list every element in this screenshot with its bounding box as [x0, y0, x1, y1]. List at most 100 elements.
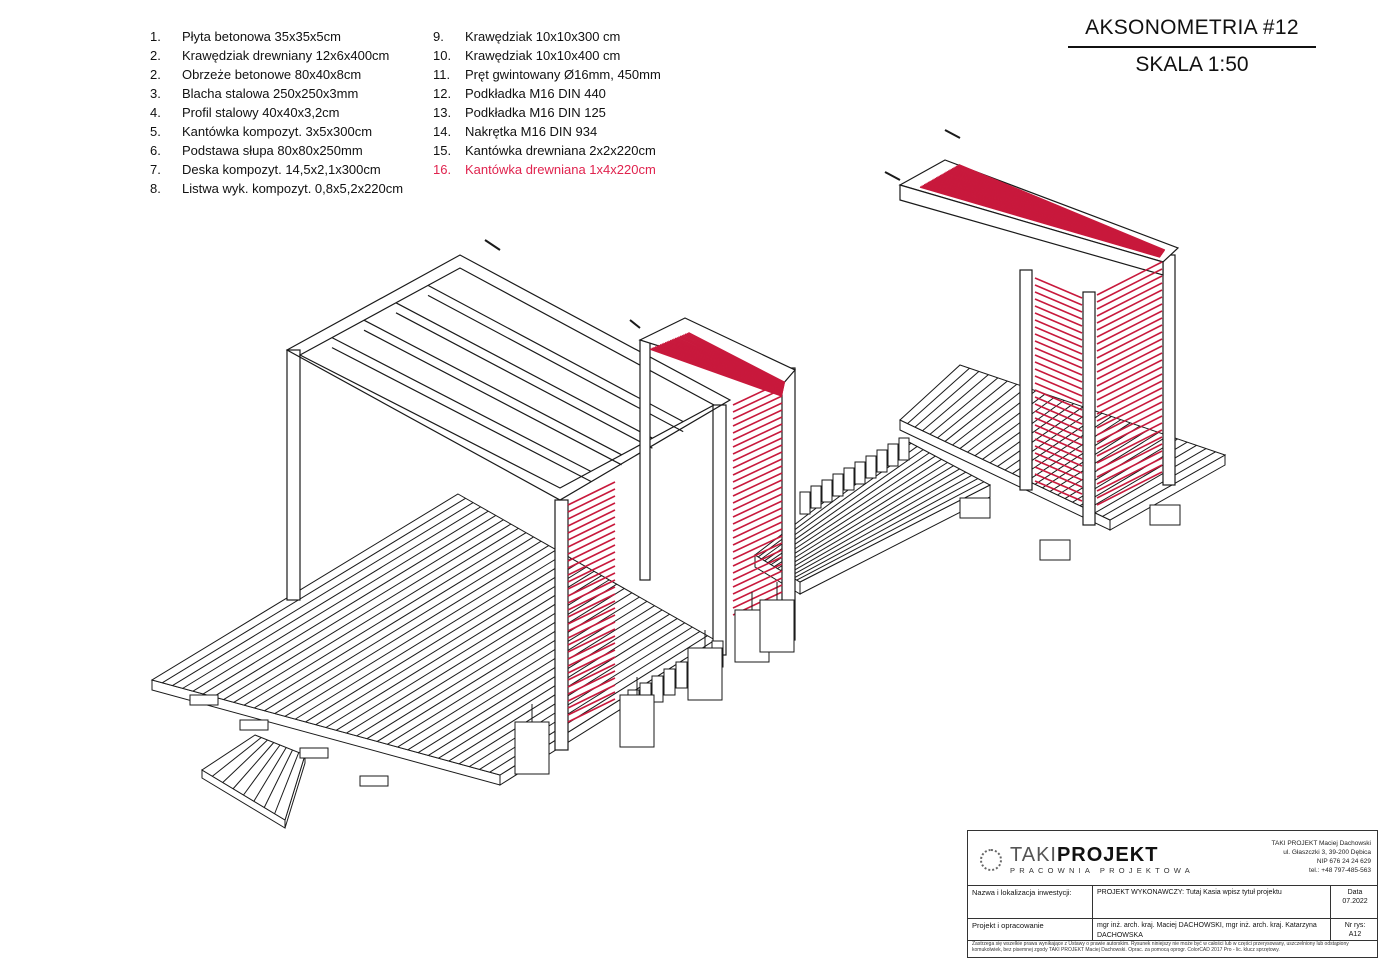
slat-screen-3: [1034, 340, 1083, 362]
slat-screen-2: [732, 535, 783, 560]
legend-number: 10.: [433, 48, 452, 63]
legend-item: 4.Profil stalowy 40x40x3,2cm: [150, 103, 403, 122]
deck-right-board-joint: [944, 383, 1018, 442]
concrete-edge-block: [821, 479, 833, 503]
slat-screen-2: [732, 486, 783, 511]
slat-screen-1: [567, 481, 616, 506]
threaded-rod: [484, 239, 501, 251]
slat-screen-2: [732, 437, 783, 462]
roof-rafter: [395, 312, 653, 449]
deck-walkway: [754, 439, 992, 595]
slat-screen-4: [1096, 289, 1163, 324]
deck-main-board-joint: [376, 588, 625, 742]
deck-main-board-joint: [182, 506, 481, 689]
deck-step-board-joint: [263, 749, 293, 808]
slat-screen-4: [1096, 310, 1163, 345]
legend-label: Listwa wyk. kompozyt. 0,8x5,2x220cm: [182, 181, 404, 196]
slat-screen-3: [1034, 424, 1083, 446]
investment-row: Nazwa i lokalizacja inwestycji: PROJEKT …: [968, 885, 1377, 919]
deck-right-board-joint: [907, 367, 970, 424]
slat-screen-1: [567, 516, 616, 541]
deck-main-board-joint: [428, 609, 663, 756]
legend-item: 5.Kantówka kompozyt. 3x5x300cm: [150, 122, 403, 141]
logo-subtitle: PRACOWNIA PROJEKTOWA: [1010, 866, 1195, 875]
deck-main-board-joint: [366, 583, 617, 740]
slat-screen-2: [732, 556, 783, 581]
slat-screen-3: [1034, 375, 1083, 397]
slat-screen-3: [1034, 452, 1083, 474]
slat-screen-3: [1034, 431, 1083, 453]
investment-label: Nazwa i lokalizacja inwestycji:: [968, 885, 1093, 918]
foundation-details: [189, 129, 1181, 787]
deck-main-board-joint: [243, 532, 527, 706]
slat-screen-3: [1034, 354, 1083, 376]
date-value: 07.2022: [1342, 898, 1368, 905]
concrete-edge-block: [876, 449, 888, 473]
legend-item: 11.Pręt gwintowany Ø16mm, 450mm: [433, 65, 661, 84]
slat-screen-1: [567, 593, 616, 618]
legend-label: Podstawa słupa 80x80x250mm: [182, 143, 363, 158]
slat-screen-4: [1096, 275, 1163, 310]
slat-screen-3: [1034, 403, 1083, 425]
deck-main-board-joint: [305, 557, 572, 723]
deck-right-board-joint: [929, 377, 999, 435]
legend-label: Nakrętka M16 DIN 934: [465, 124, 598, 139]
legend-item: 3.Blacha stalowa 250x250x3mm: [150, 84, 403, 103]
legend-item: 13.Podkładka M16 DIN 125: [433, 103, 661, 122]
slat-screen-3: [1034, 298, 1083, 320]
slat-screen-2: [732, 584, 783, 609]
legend-label: Obrzeże betonowe 80x40x8cm: [182, 67, 362, 82]
slat-screen-3: [1034, 333, 1083, 355]
logo-bold-text: PROJEKT: [1056, 844, 1159, 866]
frame-post: [639, 339, 651, 581]
slat-screen-1: [567, 523, 616, 548]
deck-walkway-board-joint: [774, 458, 942, 567]
slat-screen-3: [1034, 473, 1083, 495]
legend-item: 9.Krawędziak 10x10x300 cm: [433, 27, 661, 46]
slat-screen-3: [1034, 459, 1083, 481]
slat-screen-4: [1096, 345, 1163, 380]
slat-screen-4: [1096, 422, 1163, 457]
legend-number: 14.: [433, 124, 452, 139]
frame-post: [1162, 254, 1176, 486]
legend-item: 7.Deska kompozyt. 14,5x2,1x300cm: [150, 160, 403, 179]
sheet-number-cell: Nr rys: A12: [1331, 918, 1379, 940]
legend-item: 14. Nakrętka M16 DIN 934: [433, 122, 661, 141]
deck-right-board-joint: [1087, 444, 1197, 510]
slat-screen-1: [567, 551, 616, 576]
slat-screen-3: [1034, 480, 1083, 502]
date-cell: Data 07.2022: [1331, 885, 1379, 918]
deck-right-board-joint: [1094, 448, 1207, 514]
legend-label: Kantówka drewniana 2x2x220cm: [465, 143, 656, 158]
legend-item: 15.Kantówka drewniana 2x2x220cm: [433, 141, 661, 160]
threaded-rod: [629, 319, 641, 329]
legend-label: Płyta betonowa 35x35x5cm: [182, 29, 341, 44]
legend-number: 2.: [150, 48, 161, 63]
slat-screen-2: [732, 402, 783, 427]
deck-main-board-joint: [202, 515, 497, 695]
slat-screen-2: [732, 528, 783, 553]
slat-screen-2: [732, 570, 783, 595]
deck-main-board-joint: [213, 519, 504, 698]
deck-main-board-joint: [469, 626, 693, 768]
slat-screen-3: [1034, 368, 1083, 390]
slat-screen-4: [1096, 443, 1163, 478]
legend-number: 5.: [150, 124, 161, 139]
drawing-title: AKSONOMETRIA #12 SKALA 1:50: [1068, 16, 1316, 77]
frame-post: [554, 499, 569, 751]
slat-screen-1: [567, 572, 616, 597]
deck-step-board-joint: [212, 737, 262, 777]
slat-screen-1: [567, 649, 616, 674]
slat-screen-1: [567, 530, 616, 555]
slat-screen-2: [732, 493, 783, 518]
slat-screen-4: [1096, 408, 1163, 443]
slat-screen-1: [567, 537, 616, 562]
deck-main-board-joint: [325, 566, 587, 728]
slat-screen-3: [1034, 291, 1083, 313]
slat-roof: [687, 331, 786, 384]
slat-screen-2: [732, 416, 783, 441]
concrete-edge-block: [843, 467, 855, 491]
deck-main-board-joint: [172, 502, 474, 687]
slat-screen-1: [567, 488, 616, 513]
